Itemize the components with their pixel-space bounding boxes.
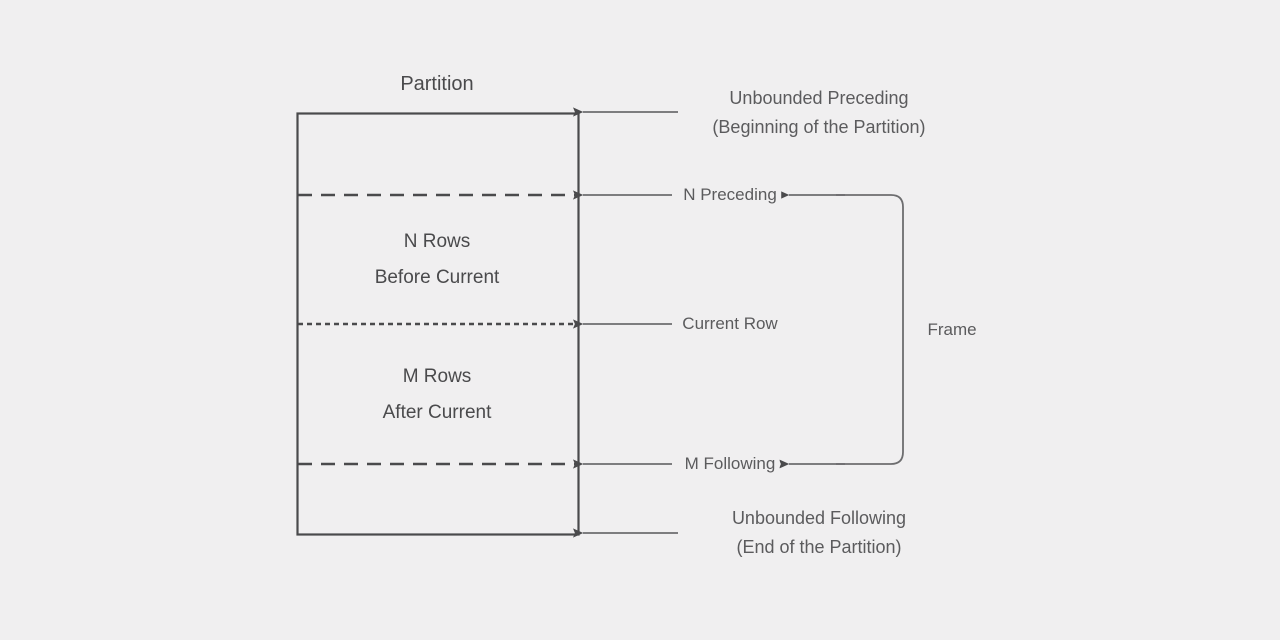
page-title: Partition (400, 73, 474, 95)
section-label-before-current-line1: N Rows (403, 231, 471, 252)
boundary-label-unbounded-following-line2: (End of the Partition) (736, 537, 902, 557)
section-label-before-current-line2: Before Current (374, 267, 500, 288)
boundary-label-unbounded-following-line1: Unbounded Following (731, 508, 907, 528)
boundary-label-current-row: Current Row (678, 315, 782, 332)
section-label-after-current-line2: After Current (382, 402, 492, 423)
boundary-label-n-preceding: N Preceding (679, 186, 781, 203)
frame-label: Frame (927, 320, 977, 339)
boundary-label-m-following: M Following (680, 455, 780, 472)
frame-bracket (836, 194, 904, 465)
section-label-after-current-line1: M Rows (402, 366, 472, 387)
boundary-label-unbounded-preceding-line1: Unbounded Preceding (729, 88, 909, 108)
boundary-label-unbounded-preceding-line2: (Beginning of the Partition) (712, 117, 926, 137)
